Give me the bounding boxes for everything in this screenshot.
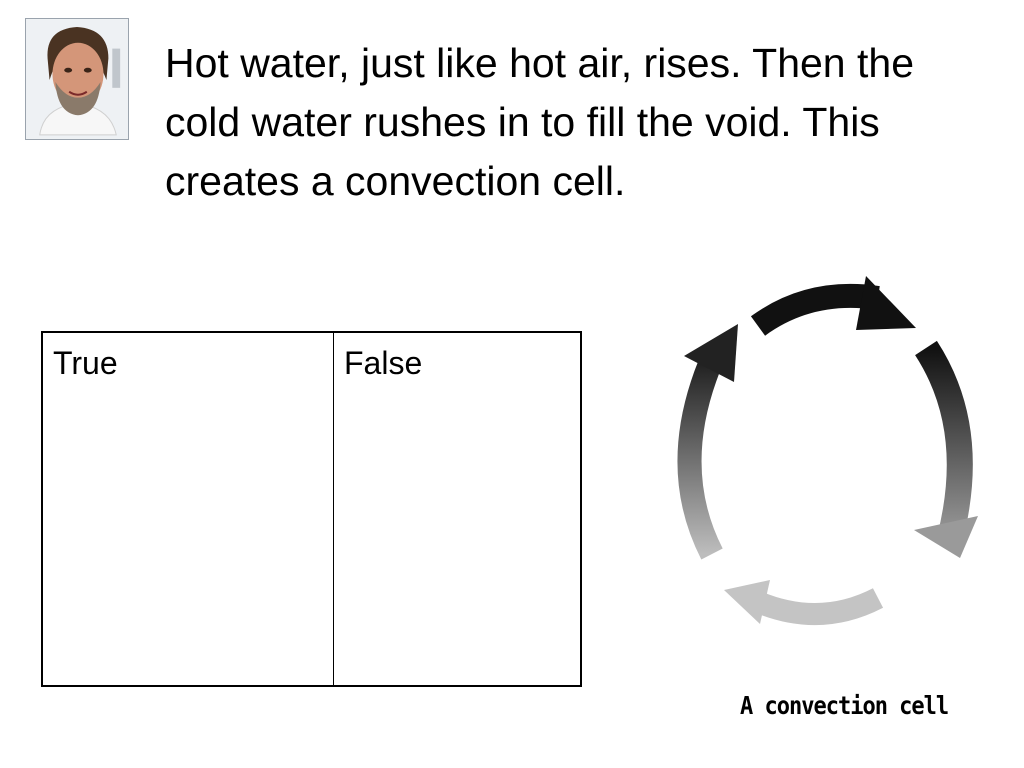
left-arrow [677,359,723,560]
top-arrow-head [856,276,916,330]
person-photo-icon [25,18,129,140]
convection-cell-diagram [660,268,990,658]
convection-caption: A convection cell [740,692,949,721]
bottom-arrow-head [724,580,770,624]
convection-arrows [677,276,978,625]
portrait-drawing [26,19,128,139]
true-column-header: True [41,331,334,687]
bottom-arrow [753,588,884,625]
table-row: True False [41,331,582,687]
true-false-table: True False [41,331,582,687]
right-arrow [914,340,973,542]
right-arrow-head [914,516,978,558]
slide-paragraph: Hot water, just like hot air, rises. The… [165,40,914,204]
left-arrow-head [684,324,738,382]
false-column-header: False [333,331,582,687]
